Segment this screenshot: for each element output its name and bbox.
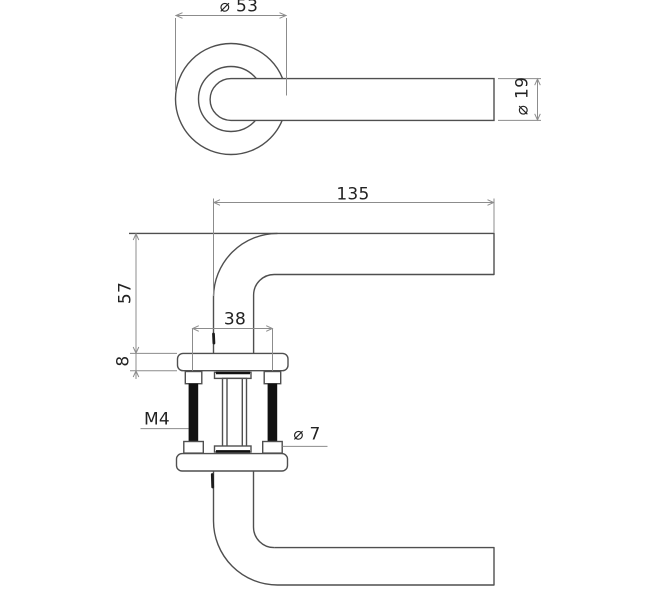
leader-lines [140,428,328,447]
arrowhead-left [212,199,221,206]
dim-hole-spacing [191,325,274,372]
lever-length-label: 135 [336,184,370,205]
rose-plate-top [176,352,289,372]
screw-nut-left [183,440,205,454]
screw-size-label: M4 [143,409,171,430]
rose-diameter-label: ⌀ 53 [219,0,259,17]
lever-outer-curve-upper [212,232,278,354]
arrowhead-right [487,199,495,206]
arrowhead-left [174,12,183,19]
lever-grip-side [231,77,495,122]
arrowhead-down [132,346,140,355]
top-view [174,12,541,156]
dim-grip-diameter [498,77,541,122]
grip-height-label: 57 [115,281,136,305]
grip-diameter-label: ⌀ 19 [512,76,533,116]
screw-shaft-left [188,383,199,442]
hole-diameter-label: ⌀ 7 [293,424,321,445]
dim-lever-length [212,198,495,296]
arrowhead-down [534,113,541,122]
dim-rose-diameter [174,12,288,96]
lever-front-lower [212,471,495,586]
grip-end-cap [209,77,232,122]
rose-thickness-label: 8 [113,355,134,367]
screw-nut-right [262,440,283,454]
screw-head-right [263,370,282,385]
fixing-hardware [183,370,283,454]
arrowhead-right [265,325,274,332]
arrowhead-up [132,232,140,241]
hole-spacing-label: 38 [223,309,247,330]
dim-height-and-thickness [130,232,177,379]
screw-head-left [184,370,203,385]
arrowhead-up [534,77,541,86]
lever-front-upper [129,232,495,354]
screw-shaft-right [267,383,278,442]
arrowhead-up-small [132,369,140,378]
arrowhead-left [191,325,200,332]
front-view [129,198,495,586]
arrowhead-right [279,12,288,19]
rose-plate-bottom [175,452,289,472]
lever-inner-curve-lower [252,471,275,549]
